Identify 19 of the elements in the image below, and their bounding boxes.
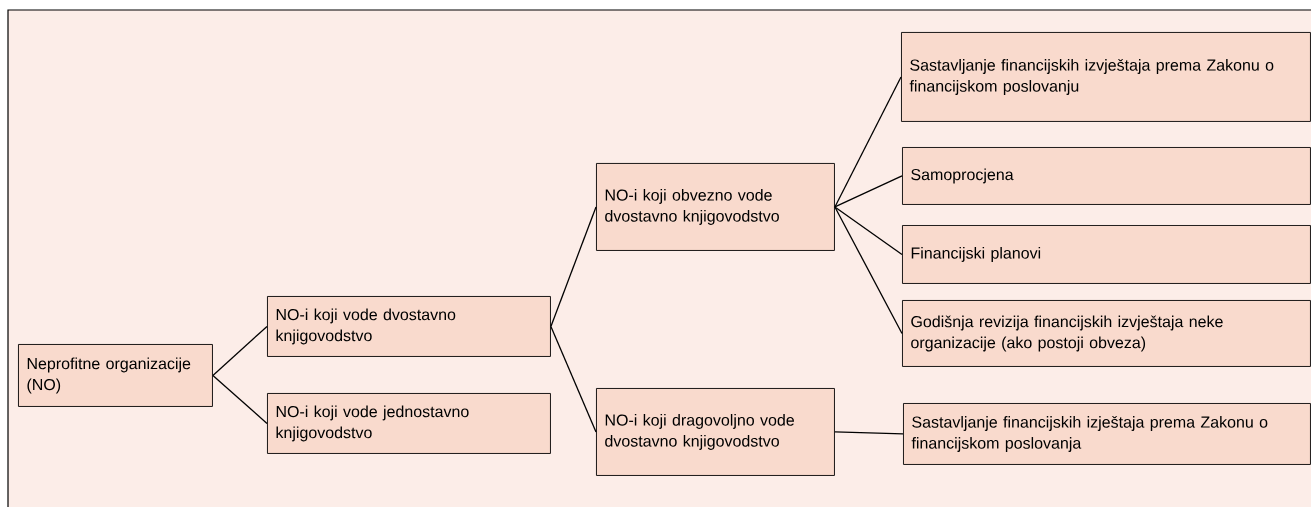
process-box: Neprofitne organizacije (NO)	[18, 344, 213, 407]
connector-line	[834, 76, 902, 208]
connector-line	[834, 206, 903, 335]
process-box: NO-i koji obvezno vode dvostavno knjigovodstvo	[596, 163, 835, 251]
connector-line	[212, 325, 268, 377]
connector-line	[212, 374, 268, 425]
process-box: Sastavljanje financijskih izvještaja prema Zakonu o financijskom poslovanju	[901, 32, 1311, 122]
process-box: NO-i koji vode dvostavno knjigovodstvo	[267, 296, 551, 357]
connector-line	[834, 175, 903, 208]
process-box: NO-i koji dragovoljno vode dvostavno knjigovodstvo	[596, 388, 835, 476]
process-box: NO-i koji vode jednostavno knjigovodstvo	[267, 393, 551, 454]
process-box: Financijski planovi	[902, 225, 1311, 284]
connector-line	[834, 431, 904, 435]
connector-line	[550, 206, 597, 328]
process-box: Samoprocjena	[902, 147, 1311, 205]
process-box: Sastavljanje financijskih izještaja prema Zakonu o financijskom poslovanja	[903, 403, 1311, 465]
connector-line	[834, 206, 903, 256]
process-box: Godišnja revizija financijskih izvještaja neke organizacije (ako postoji obveza)	[902, 300, 1311, 367]
connector-line	[550, 325, 597, 433]
